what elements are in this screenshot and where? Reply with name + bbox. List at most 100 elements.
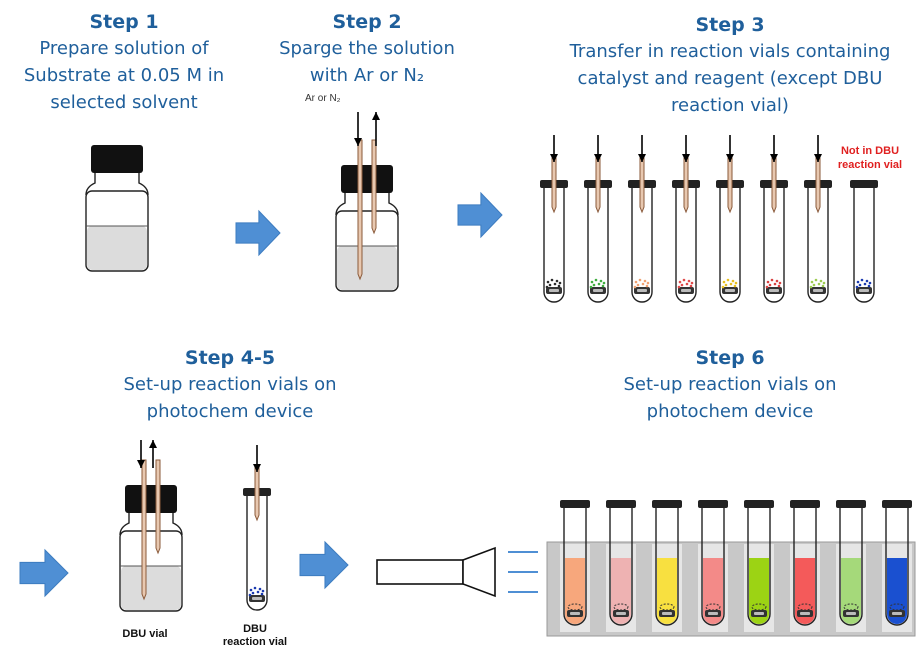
step6-vial-6-cap [790,500,820,508]
step3-vial-2-stir-bar-center [593,289,603,292]
step3-vial-4 [672,157,700,303]
step3-vial-5-catalyst-dot [729,282,733,286]
step3-vial-2-needle [595,157,601,214]
step3-vial-5-catalyst-dot [734,281,738,285]
step-3-title: Step 3 [695,14,765,36]
step3-vial-8-catalyst-dot [865,279,869,283]
step3-vial-8-catalyst-dot [858,283,862,287]
step-1: Step 1 Prepare solution of Substrate at … [0,9,248,116]
step-1-line-2: Substrate at 0.05 M in [23,65,225,86]
step3-vial-8-catalyst-dot [855,285,859,289]
step3-vial-8-catalyst-dot [868,281,872,285]
step6-vial-3-cap [652,500,682,508]
dbu-reaction-vial-stir-bar-center [252,597,262,600]
step3-vial-3-stir-bar-center [637,289,647,292]
step3-vial-5-catalyst-dot [733,284,737,288]
step3-vial-5-catalyst-dot [724,283,728,287]
step3-vial-6-catalyst-dot [777,284,781,288]
step3-vial-5-catalyst-dot [722,280,726,284]
dbu-reaction-vial-glass [246,496,268,611]
step3-vial-4-glass [675,188,697,303]
step2-sparge-bottle-needle-short [371,139,377,235]
step-6: Step 6 Set-up reaction vials on photoche… [580,345,880,425]
step3-transfer-arrow-4 [682,135,690,162]
step2-gas-in-arrow [354,112,362,146]
step6-vial-2-glass [609,508,633,626]
step3-vial-3-needle [639,157,645,214]
step3-vial-2-glass [587,188,609,303]
not-in-dbu-note: Not in DBU reaction vial [822,144,918,172]
step3-vial-6-catalyst-dot [765,285,769,289]
step6-vial-8-stir-vortex [889,603,905,611]
dbu-vial-liquid [121,566,181,610]
step3-vial-2-catalyst-dot [599,279,603,283]
dbu-reaction-vial-catalyst-dot [248,593,252,597]
step6-vial-5-glass [747,508,771,626]
dbu-reaction-vial-catalyst-dot [256,590,260,594]
dbu-reaction-vial [243,465,271,611]
step3-vial-8-stir-bar-center [859,289,869,292]
step-6-line-1: Set-up reaction vials on [623,374,837,395]
step3-vial-6-needle [771,157,777,214]
step2-sparge-bottle-cap [341,165,393,193]
step6-vial-7-solution [841,558,861,624]
step-1-line-1: Prepare solution of [39,38,209,59]
step3-vial-7-catalyst-dot [817,282,821,286]
step3-vial-6-catalyst-dot [768,283,772,287]
step3-vial-8-glass [853,188,875,303]
dbu-reaction-vial-line-1: DBU [243,623,267,635]
step3-vial-4-catalyst-dot [678,280,682,284]
step3-transfer-arrow-2 [594,135,602,162]
step3-vial-2-catalyst-dot [589,285,593,289]
dbu-vial-gas-out-arrow-head [149,440,157,448]
step-3-line-1: Transfer in reaction vials containing [569,41,891,62]
dbu-reaction-vial-catalyst-dot [261,589,265,593]
step3-vial-2-catalyst-dot [594,278,598,282]
dbu-reaction-vial-needle [254,465,260,522]
step3-vial-2-catalyst-dot [602,281,606,285]
lamp-handle [376,559,464,585]
step6-vial-8 [882,500,912,626]
dbu-vial-needle-short [155,459,161,555]
step3-vial-8 [850,180,878,303]
step3-transfer-arrow-6-head [770,154,778,162]
step3-vial-7-catalyst-dot [809,285,813,289]
step3-vial-4-needle [683,157,689,214]
step3-vial-6-catalyst-dot [773,282,777,286]
not-in-dbu-line-2: reaction vial [837,159,903,171]
step6-vial-1-stir-bar-center [570,612,580,615]
step6-vial-5-solution [749,558,769,624]
step6-vial-2 [606,500,636,626]
dbu-vial-gas-in-arrow [137,440,145,468]
step6-vial-2-solution [611,558,631,624]
step3-vial-1-catalyst-dot [550,278,554,282]
step6-vial-6-stir-vortex [797,603,813,611]
step1-substrate-bottle [85,145,149,272]
step3-transfer-arrow-1 [550,135,558,162]
arrow-step4-to-step6 [299,540,349,590]
step3-vial-1-needle [551,157,557,214]
step3-vial-8-catalyst-dot [863,282,867,286]
step6-vial-8-cap [882,500,912,508]
step6-vial-4-stir-vortex [705,603,721,611]
step3-vial-4-stir-bar-center [681,289,691,292]
step3-vial-7-catalyst-dot [812,283,816,287]
step3-vial-4-catalyst-dot [685,282,689,286]
step3-transfer-arrow-3 [638,135,646,162]
step3-vial-3-catalyst-dot [634,280,638,284]
step3-vial-3-catalyst-dot [645,284,649,288]
step3-transfer-arrow-2-head [594,154,602,162]
step6-vial-7-cap [836,500,866,508]
step3-vial-2-catalyst-dot [597,282,601,286]
step-3: Step 3 Transfer in reaction vials contai… [540,12,920,119]
step6-vial-6-glass [793,508,817,626]
step1-substrate-bottle-liquid [87,226,147,270]
step2-sparge-bottle-liquid [337,246,397,290]
step6-vial-4-cap [698,500,728,508]
step-4-5-line-1: Set-up reaction vials on [123,374,337,395]
step2-sparge-bottle-needle-long [357,139,363,281]
dbu-vial-label: DBU vial [122,628,168,640]
step6-vial-3-stir-vortex [659,603,675,611]
photochem-lamp [376,546,538,598]
